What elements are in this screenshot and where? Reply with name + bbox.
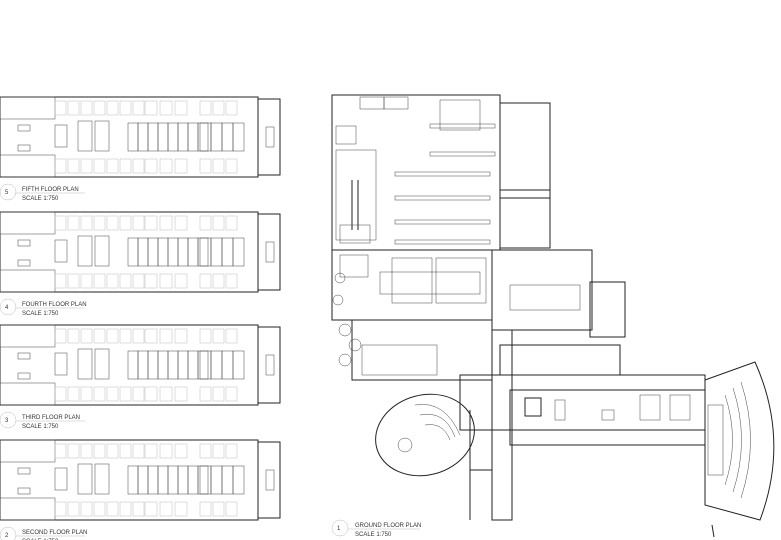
ground-floor-title: 1 GROUND FLOOR PLAN SCALE 1:750 — [331, 519, 421, 538]
rack — [394, 171, 491, 177]
floor-plan-4: 4 FOURTH FLOOR PLAN SCALE 1:750 — [0, 211, 281, 317]
floor-plan-5: 5 FIFTH FLOOR PLAN SCALE 1:750 — [0, 96, 281, 202]
rack — [429, 151, 496, 157]
upper-floor-plans: 5 FIFTH FLOOR PLAN SCALE 1:750 4 FOURTH FLOO… — [0, 96, 281, 540]
floor-plan-title: 4 FOURTH FLOOR PLAN SCALE 1:750 — [0, 298, 87, 317]
floor-plan-title: 5 FIFTH FLOOR PLAN SCALE 1:750 — [0, 183, 85, 202]
plan-title: GROUND FLOOR PLAN — [355, 523, 421, 529]
plan-number: 3 — [5, 418, 9, 424]
plan-scale: SCALE 1:750 — [22, 196, 59, 202]
plan-scale: SCALE 1:750 — [22, 424, 59, 430]
floor-plan-title: 3 THIRD FLOOR PLAN SCALE 1:750 — [0, 411, 85, 430]
plan-number: 2 — [5, 533, 9, 539]
plan-title: FOURTH FLOOR PLAN — [22, 302, 87, 308]
rack — [394, 195, 491, 201]
rack — [394, 239, 491, 245]
rack — [394, 219, 491, 225]
plan-number: 4 — [5, 305, 9, 311]
plan-title: FIFTH FLOOR PLAN — [22, 187, 79, 193]
warehouse-racks — [394, 123, 496, 245]
plan-number: 5 — [5, 190, 9, 196]
plan-scale: SCALE 1:750 — [22, 311, 59, 317]
plan-number: 1 — [337, 526, 341, 532]
plan-scale: SCALE 1:750 — [355, 532, 392, 538]
rack — [429, 123, 496, 129]
ground-floor-plan: 1 GROUND FLOOR PLAN SCALE 1:750 — [331, 94, 775, 538]
floor-plan-3: 3 THIRD FLOOR PLAN SCALE 1:750 — [0, 324, 281, 430]
plan-title: THIRD FLOOR PLAN — [22, 415, 80, 421]
plan-title: SECOND FLOOR PLAN — [22, 530, 87, 536]
